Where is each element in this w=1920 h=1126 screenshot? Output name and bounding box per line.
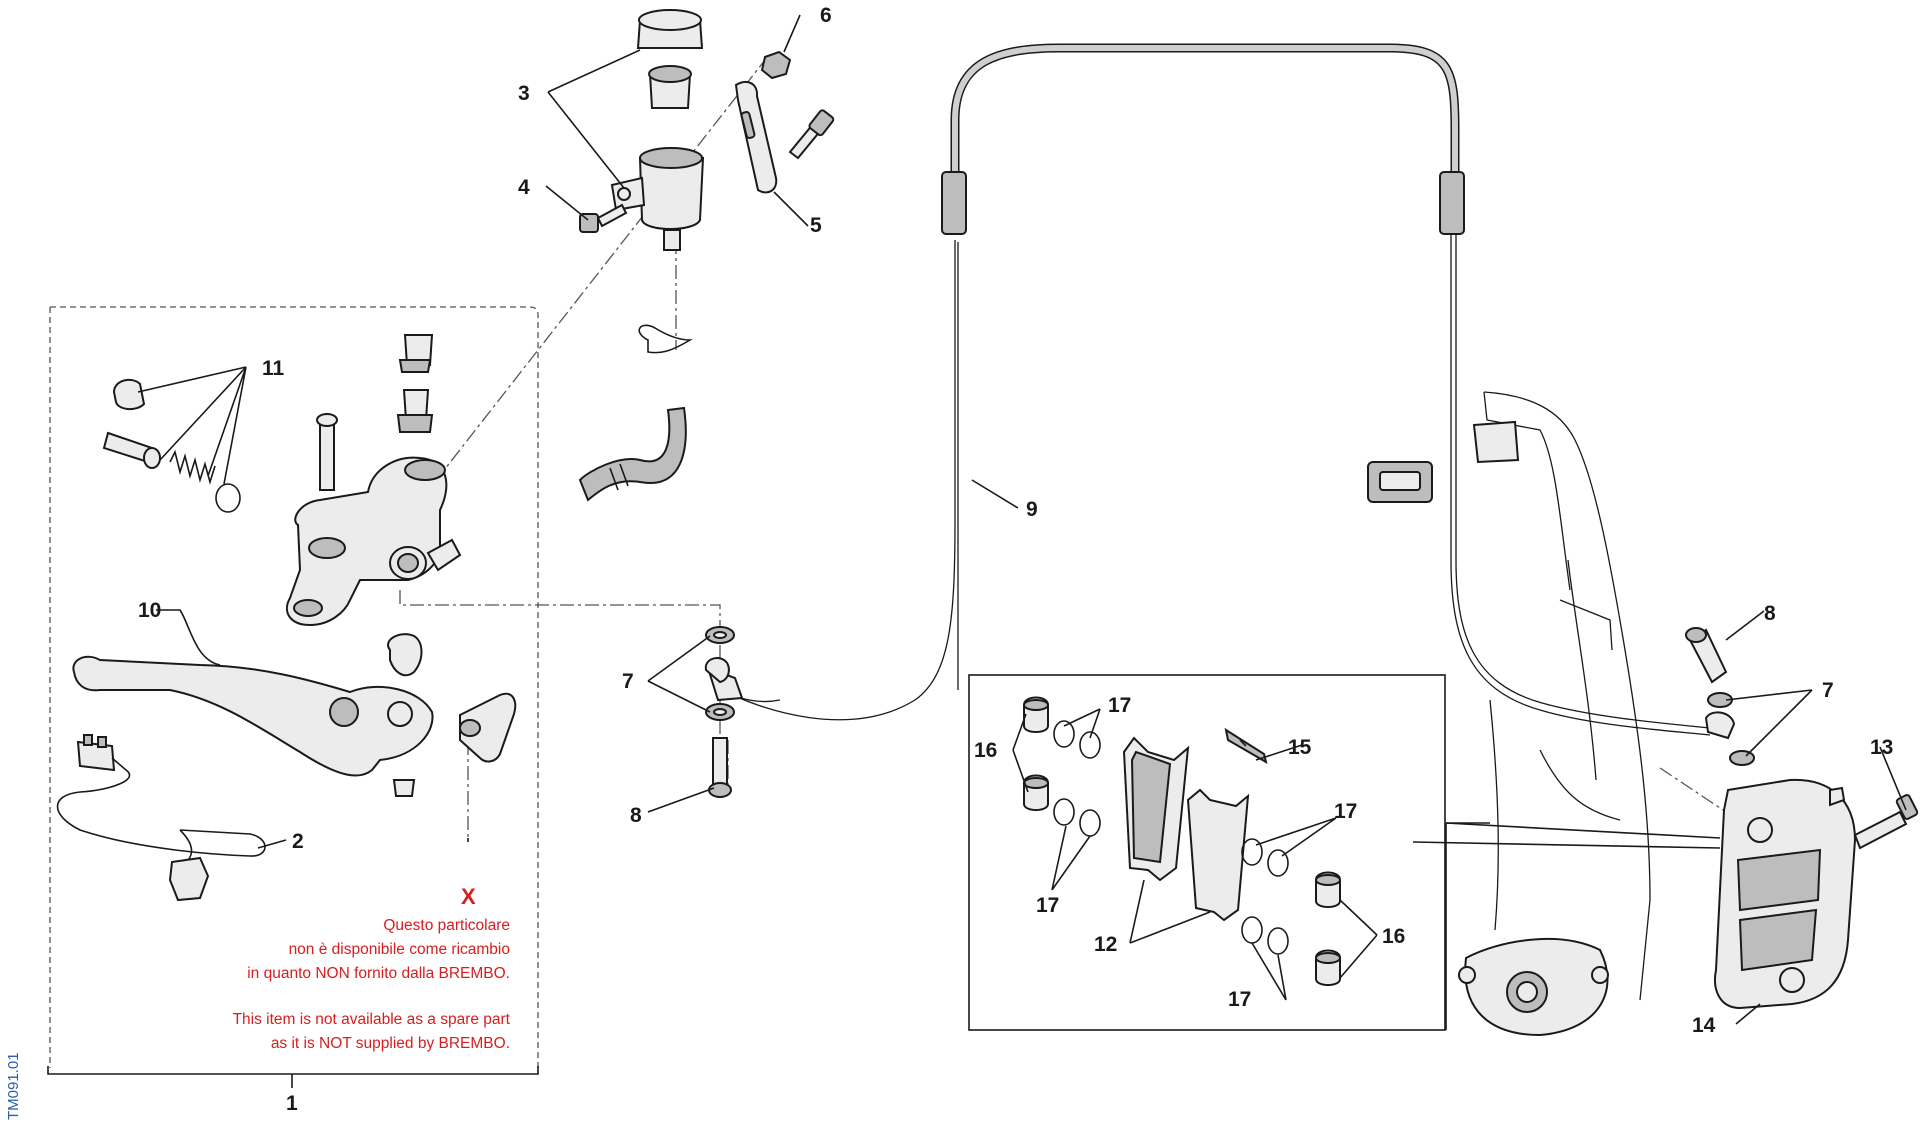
right-banjo-fitting (1685, 627, 1755, 766)
callout-15: 15 (1288, 736, 1312, 759)
callout-16-left: 16 (974, 739, 997, 762)
callout-17-top-left: 17 (1108, 694, 1131, 717)
pad-kit-inset-box (968, 674, 1446, 1031)
callout-12: 12 (1094, 933, 1117, 956)
callout-11: 11 (262, 357, 285, 380)
callout-5: 5 (810, 214, 822, 237)
left-banjo-fitting (704, 626, 735, 798)
leader-lines (137, 14, 1907, 1025)
brake-fluid-reservoir (610, 9, 705, 251)
assembly-1-group-box (47, 306, 539, 1088)
callout-1: 1 (286, 1092, 298, 1115)
callout-14: 14 (1692, 1014, 1716, 1037)
reservoir-fixings (579, 50, 835, 233)
callout-7-right: 7 (1822, 679, 1834, 702)
callout-16-right: 16 (1382, 925, 1405, 948)
callout-17-bottom-left: 17 (1036, 894, 1059, 917)
master-cylinder-body (285, 334, 462, 627)
reservoir-hose (578, 324, 693, 502)
brake-light-switch (56, 734, 266, 902)
note-marker-x: X (461, 884, 476, 909)
note-it-line1: Questo particolare (383, 917, 510, 934)
callout-7-left: 7 (622, 670, 634, 693)
drawing-code: TM091.01 (5, 1052, 22, 1120)
brake-lever (72, 633, 434, 797)
callout-3: 3 (518, 82, 530, 105)
callout-6: 6 (820, 4, 832, 27)
note-en-line2: as it is NOT supplied by BREMBO. (271, 1035, 510, 1052)
note-it-line2: non è disponibile come ricambio (289, 941, 510, 958)
callout-8-left: 8 (630, 804, 642, 827)
callout-13: 13 (1870, 736, 1893, 759)
callout-17-bottom-right: 17 (1228, 988, 1251, 1011)
fork-leg-outline (1367, 391, 1651, 1037)
callout-10: 10 (138, 599, 161, 622)
callout-17-top-right: 17 (1334, 800, 1357, 823)
callout-labels: 1 2 3 4 5 6 7 7 8 8 9 10 11 12 13 14 15 … (138, 4, 1893, 1115)
availability-note: X Questo particolare non è disponibile c… (233, 884, 511, 1052)
piston-kit-parts (102, 378, 241, 513)
brake-caliper (1714, 778, 1919, 1010)
callout-8-right: 8 (1764, 602, 1776, 625)
callout-4: 4 (518, 176, 530, 199)
assembly-lines (399, 59, 1769, 841)
lever-adjuster-part (459, 692, 517, 763)
callout-2: 2 (292, 830, 304, 853)
brake-hose (706, 43, 1711, 736)
callout-9: 9 (1026, 498, 1038, 521)
note-it-line3: in quanto NON fornito dalla BREMBO. (247, 965, 510, 982)
note-en-line1: This item is not available as a spare pa… (233, 1011, 511, 1028)
